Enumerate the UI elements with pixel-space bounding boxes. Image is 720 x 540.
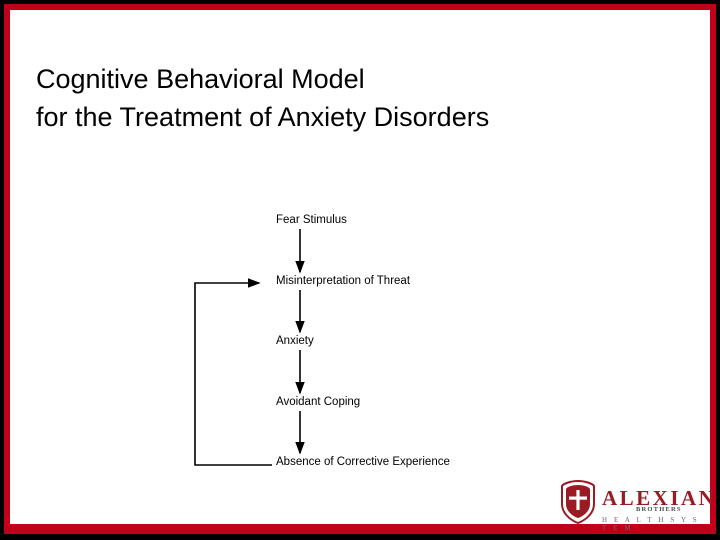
alexian-brothers-logo: ALEXIAN BROTHERS H E A L T H S Y S T E M — [558, 480, 714, 532]
title-line-2: for the Treatment of Anxiety Disorders — [36, 102, 490, 132]
node-misinterpretation-of-threat: Misinterpretation of Threat — [276, 275, 411, 287]
slide-canvas — [10, 10, 710, 530]
node-anxiety: Anxiety — [276, 335, 314, 347]
logo-crest-icon — [561, 480, 595, 524]
node-avoidant-coping: Avoidant Coping — [276, 396, 361, 408]
slide-bottom-accent-bar — [4, 524, 716, 536]
title-line-1: Cognitive Behavioral Model — [36, 64, 365, 94]
logo-sub-banner: BROTHERS — [636, 506, 682, 513]
slide-content: Cognitive Behavioral Model for the Treat… — [10, 10, 714, 532]
node-absence-of-corrective-experience: Absence of Corrective Experience — [276, 456, 450, 468]
page-title: Cognitive Behavioral Model for the Treat… — [36, 60, 676, 136]
flowchart-connectors — [194, 229, 305, 466]
node-fear-stimulus: Fear Stimulus — [276, 214, 347, 226]
slide-bottom-black-bar — [0, 534, 720, 540]
logo-wordmark: ALEXIAN — [602, 486, 717, 510]
logo-tagline: H E A L T H S Y S T E M — [602, 516, 700, 532]
